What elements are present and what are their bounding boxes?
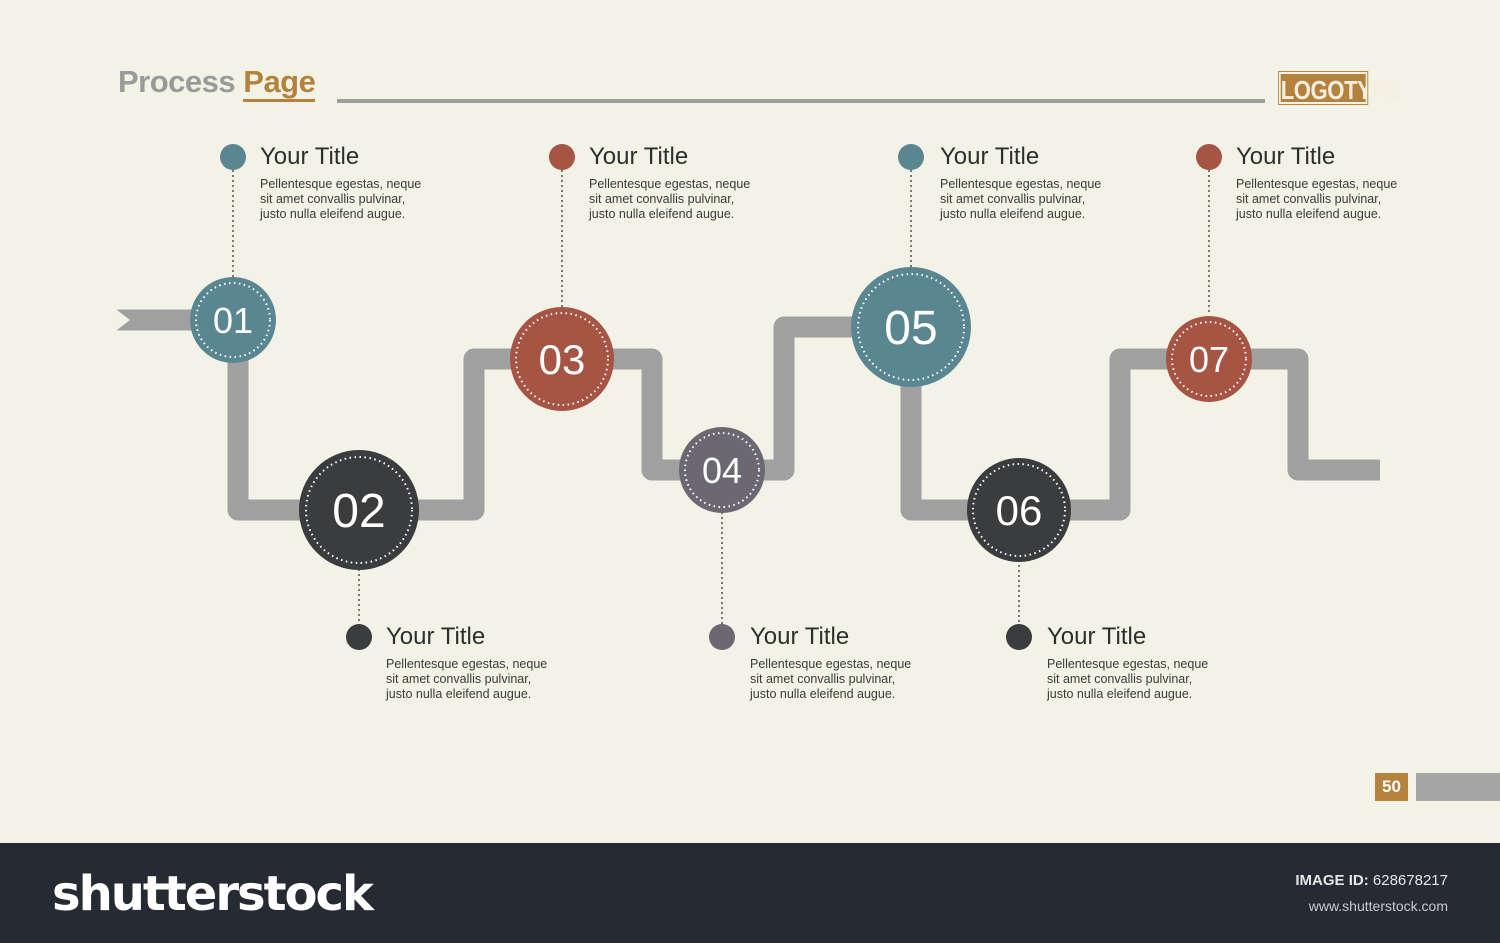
step-item-03: Your Title Pellentesque egestas, neque s… <box>589 143 799 222</box>
bullet-07 <box>1196 144 1222 170</box>
step-title: Your Title <box>1047 623 1147 650</box>
header-rule <box>337 99 1265 103</box>
step-title: Your Title <box>589 143 689 170</box>
bullet-06 <box>1006 624 1032 650</box>
step-item-01: Your Title Pellentesque egestas, neque s… <box>260 143 470 222</box>
step-item-04: Your Title Pellentesque egestas, neque s… <box>750 623 960 702</box>
step-node-07: 07 <box>1166 316 1252 402</box>
step-description: Pellentesque egestas, neque sit amet con… <box>589 177 751 221</box>
step-number-05: 05 <box>884 302 937 355</box>
process-flow: 01 02 03 04 05 06 07 <box>117 144 1380 650</box>
flow-tail <box>117 310 130 330</box>
site-url: www.shutterstock.com <box>1308 898 1448 914</box>
step-item-02: Your Title Pellentesque egestas, neque s… <box>386 623 596 702</box>
image-id-value: 628678217 <box>1372 872 1448 889</box>
step-number-01: 01 <box>213 300 253 341</box>
step-node-01: 01 <box>190 277 276 363</box>
bullet-03 <box>549 144 575 170</box>
slide: Process Page LOGOTYPE 01 <box>117 64 1500 801</box>
step-item-05: Your Title Pellentesque egestas, neque s… <box>940 143 1150 222</box>
title-word-1: Process <box>118 64 236 99</box>
bullet-05 <box>898 144 924 170</box>
step-node-04: 04 <box>679 427 765 513</box>
step-node-03: 03 <box>510 307 614 411</box>
bullet-02 <box>346 624 372 650</box>
footer-bar <box>0 843 1500 943</box>
step-description: Pellentesque egestas, neque sit amet con… <box>940 177 1102 221</box>
step-item-07: Your Title Pellentesque egestas, neque s… <box>1236 143 1446 222</box>
step-node-05: 05 <box>851 267 971 387</box>
step-description: Pellentesque egestas, neque sit amet con… <box>750 657 912 701</box>
step-number-03: 03 <box>539 336 586 383</box>
step-description: Pellentesque egestas, neque sit amet con… <box>1236 177 1398 221</box>
step-number-06: 06 <box>996 487 1043 534</box>
step-description: Pellentesque egestas, neque sit amet con… <box>260 177 422 221</box>
step-number-02: 02 <box>332 485 385 538</box>
step-number-07: 07 <box>1189 339 1229 380</box>
step-description: Pellentesque egestas, neque sit amet con… <box>1047 657 1209 701</box>
connectors <box>232 170 1210 626</box>
image-id: IMAGE ID: 628678217 <box>1295 872 1448 889</box>
brand-logo: shutterstock <box>52 866 374 922</box>
step-title: Your Title <box>260 143 360 170</box>
bullet-01 <box>220 144 246 170</box>
step-title: Your Title <box>750 623 850 650</box>
page-title: Process Page <box>118 64 316 102</box>
step-node-06: 06 <box>967 458 1071 562</box>
page-number-bar <box>1416 773 1500 801</box>
step-title: Your Title <box>940 143 1040 170</box>
image-id-label: IMAGE ID: <box>1295 872 1369 889</box>
step-item-06: Your Title Pellentesque egestas, neque s… <box>1047 623 1257 702</box>
page-number: 50 <box>1375 773 1408 801</box>
title-word-2: Page <box>243 64 316 102</box>
step-title: Your Title <box>386 623 486 650</box>
bullets <box>220 144 1222 650</box>
step-node-02: 02 <box>299 450 419 570</box>
bullet-04 <box>709 624 735 650</box>
step-number-04: 04 <box>702 450 742 491</box>
step-title: Your Title <box>1236 143 1336 170</box>
step-description: Pellentesque egestas, neque sit amet con… <box>386 657 548 701</box>
